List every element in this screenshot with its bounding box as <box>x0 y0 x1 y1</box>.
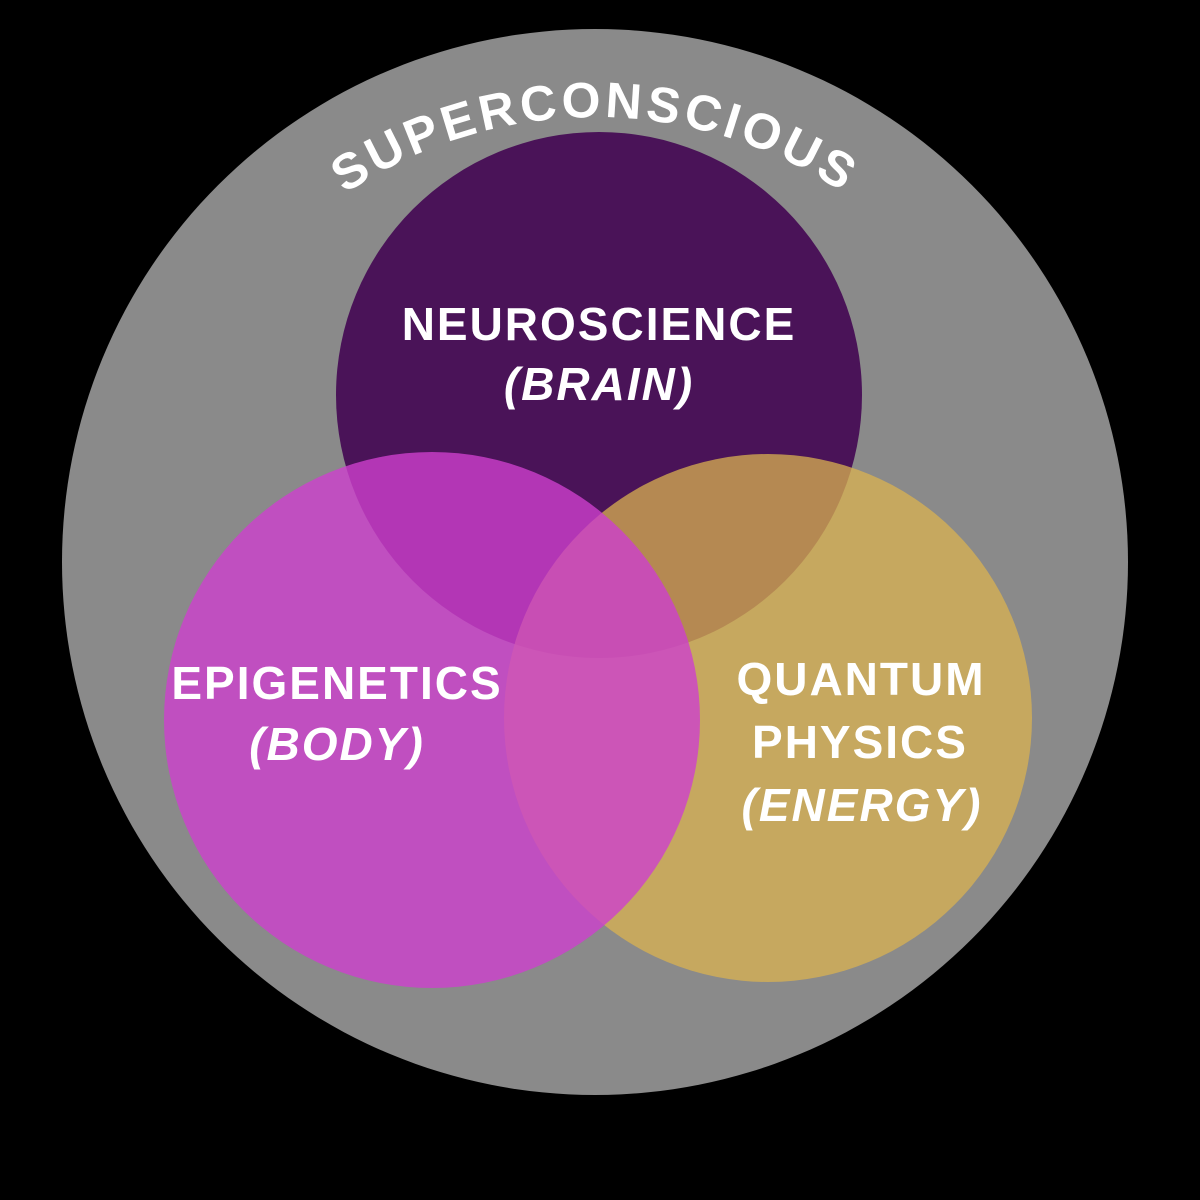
epigenetics-circle <box>164 452 700 988</box>
epigenetics-label: EPIGENETICS <box>171 657 502 709</box>
quantum-label-line1: QUANTUM <box>736 653 985 705</box>
neuroscience-sublabel-brain: (BRAIN) <box>504 358 694 410</box>
quantum-sublabel-energy: (ENERGY) <box>742 779 983 831</box>
quantum-label-line2: PHYSICS <box>752 716 968 768</box>
epigenetics-sublabel-body: (BODY) <box>249 718 425 770</box>
neuroscience-label: NEUROSCIENCE <box>402 298 797 350</box>
